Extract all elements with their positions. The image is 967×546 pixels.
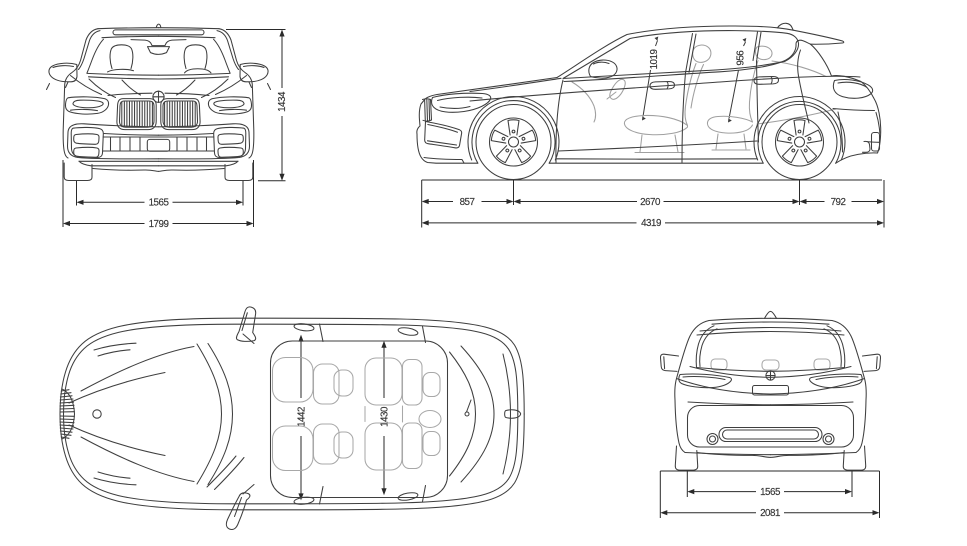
svg-text:2670: 2670 [640, 197, 661, 208]
svg-text:792: 792 [831, 197, 846, 208]
svg-text:956: 956 [736, 50, 747, 66]
svg-text:1565: 1565 [760, 487, 781, 498]
svg-text:1565: 1565 [149, 198, 170, 209]
svg-text:1430: 1430 [379, 406, 390, 427]
svg-text:857: 857 [460, 197, 475, 208]
svg-text:1799: 1799 [149, 219, 169, 230]
svg-text:4319: 4319 [641, 218, 661, 229]
svg-text:1019: 1019 [649, 50, 660, 70]
svg-text:2081: 2081 [760, 508, 780, 519]
svg-text:1434: 1434 [277, 91, 288, 112]
svg-text:1442: 1442 [296, 407, 307, 427]
